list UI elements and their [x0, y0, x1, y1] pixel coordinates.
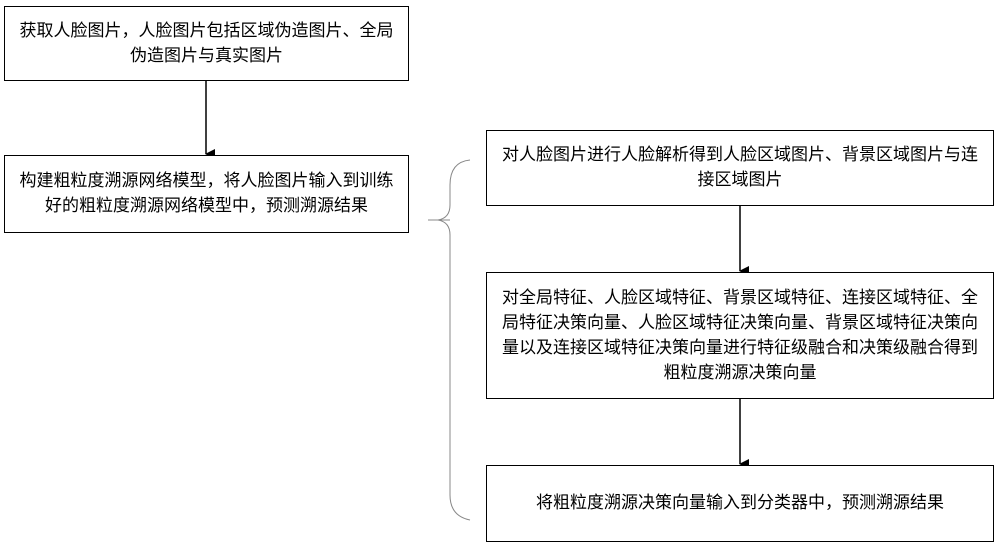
step-acquire-face-images: 获取人脸图片，人脸图片包括区域伪造图片、全局伪造图片与真实图片 [4, 6, 409, 81]
step-acquire-text: 获取人脸图片，人脸图片包括区域伪造图片、全局伪造图片与真实图片 [19, 20, 394, 66]
step-build-text: 构建粗粒度溯源网络模型，将人脸图片输入到训练好的粗粒度溯源网络模型中，预测溯源结… [19, 171, 394, 216]
step-feature-fusion: 对全局特征、人脸区域特征、背景区域特征、连接区域特征、全局特征决策向量、人脸区域… [486, 272, 994, 399]
step-classifier: 将粗粒度溯源决策向量输入到分类器中，预测溯源结果 [486, 465, 994, 542]
step-classify-text: 将粗粒度溯源决策向量输入到分类器中，预测溯源结果 [536, 493, 944, 513]
curly-brace [437, 159, 471, 521]
step-build-coarse-model: 构建粗粒度溯源网络模型，将人脸图片输入到训练好的粗粒度溯源网络模型中，预测溯源结… [4, 155, 409, 233]
step-parse-text: 对人脸图片进行人脸解析得到人脸区域图片、背景区域图片与连接区域图片 [502, 145, 978, 190]
step-face-parsing: 对人脸图片进行人脸解析得到人脸区域图片、背景区域图片与连接区域图片 [486, 130, 994, 206]
step-fuse-text: 对全局特征、人脸区域特征、背景区域特征、连接区域特征、全局特征决策向量、人脸区域… [502, 287, 978, 383]
